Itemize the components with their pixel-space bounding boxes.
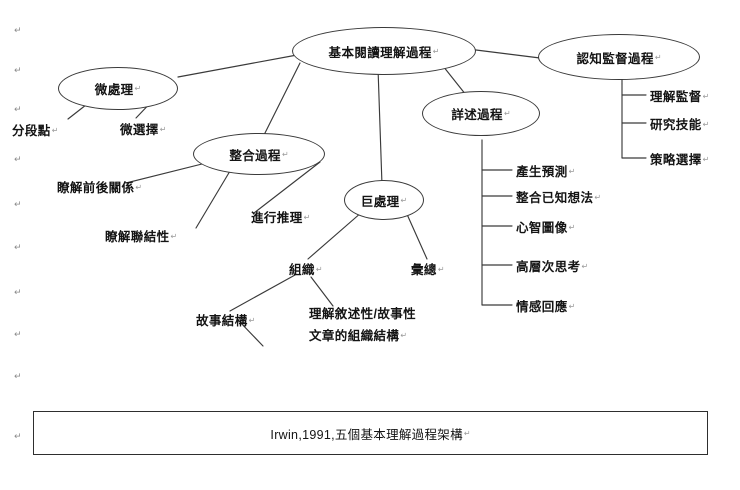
leaf-label: 策略選擇 <box>650 153 702 167</box>
edge-macro-1 <box>307 211 363 260</box>
leaf-label: 彙總 <box>411 263 437 277</box>
leaf-segmentation-point[interactable]: 分段點↵ <box>12 120 59 139</box>
node-root[interactable]: 基本閱讀理解過程↵ <box>292 27 476 75</box>
node-macro[interactable]: 巨處理↵ <box>344 180 424 220</box>
paragraph-mark: ↵ <box>14 66 22 76</box>
leaf-label: 理解敘述性/故事性文章的組織結構 <box>309 307 417 343</box>
paragraph-mark: ↵ <box>568 302 576 311</box>
paragraph-mark: ↵ <box>463 428 471 438</box>
leaf-label: 分段點 <box>12 124 51 138</box>
leaf-label: 瞭解前後關係 <box>57 181 135 195</box>
paragraph-mark: ↵ <box>594 193 602 202</box>
paragraph-mark: ↵ <box>134 84 142 93</box>
paragraph-mark: ↵ <box>135 183 143 192</box>
leaf-summarization[interactable]: 彙總↵ <box>411 259 445 278</box>
paragraph-mark: ↵ <box>281 149 289 159</box>
leaf-study-skills[interactable]: 研究技能↵ <box>650 114 710 133</box>
leaf-label: 瞭解聯結性 <box>105 230 170 244</box>
leaf-label: 理解監督 <box>650 90 702 104</box>
paragraph-mark: ↵ <box>14 372 22 382</box>
node-macro-label: 巨處理 <box>360 194 400 209</box>
leaf-label: 組織 <box>289 263 315 277</box>
paragraph-mark: ↵ <box>503 109 511 118</box>
paragraph-mark: ↵ <box>14 243 22 253</box>
leaf-affective-response[interactable]: 情感回應↵ <box>516 296 576 315</box>
paragraph-mark: ↵ <box>51 126 59 135</box>
leaf-comprehension-monitoring[interactable]: 理解監督↵ <box>650 86 710 105</box>
node-elaboration[interactable]: 詳述過程↵ <box>422 91 540 136</box>
leaf-organization[interactable]: 組織↵ <box>289 259 323 278</box>
leaf-label: 故事結構 <box>196 314 248 328</box>
leaf-label: 高層次思考 <box>516 260 581 274</box>
caption-label: Irwin,1991,五個基本理解過程架構 <box>270 427 463 442</box>
paragraph-mark: ↵ <box>170 232 178 241</box>
paragraph-mark: ↵ <box>159 125 167 134</box>
node-metacognition-label: 認知監督過程 <box>576 51 654 66</box>
edge-root-integration <box>261 62 301 140</box>
paragraph-mark: ↵ <box>248 316 256 325</box>
leaf-higher-order-thinking[interactable]: 高層次思考↵ <box>516 256 589 275</box>
edge-integration-2 <box>195 165 234 229</box>
edge-org-1 <box>229 274 296 312</box>
leaf-understand-context[interactable]: 瞭解前後關係↵ <box>57 177 143 196</box>
paragraph-mark: ↵ <box>14 26 22 36</box>
paragraph-mark: ↵ <box>702 155 710 164</box>
paragraph-mark: ↵ <box>654 52 662 62</box>
leaf-label: 情感回應 <box>516 300 568 314</box>
edge-root-metacognition <box>467 48 541 59</box>
leaf-label: 心智圖像 <box>516 221 568 235</box>
edge-org-2 <box>310 276 334 307</box>
paragraph-mark: ↵ <box>702 92 710 101</box>
node-micro[interactable]: 微處理↵ <box>58 67 178 110</box>
node-micro-label: 微處理 <box>94 83 134 97</box>
node-elaboration-label: 詳述過程 <box>451 108 503 122</box>
leaf-microselection[interactable]: 微選擇↵ <box>120 119 167 138</box>
paragraph-mark: ↵ <box>14 330 22 340</box>
paragraph-mark: ↵ <box>14 288 22 298</box>
paragraph-mark: ↵ <box>303 213 311 222</box>
leaf-understand-connection[interactable]: 瞭解聯結性↵ <box>105 226 178 245</box>
edge-root-macro <box>377 67 383 186</box>
node-integration[interactable]: 整合過程↵ <box>193 133 325 175</box>
node-integration-label: 整合過程 <box>229 148 281 163</box>
paragraph-mark: ↵ <box>14 155 22 165</box>
edge-root-micro <box>177 54 298 78</box>
leaf-integrate-prior-knowledge[interactable]: 整合已知想法↵ <box>516 187 602 206</box>
paragraph-mark: ↵ <box>568 223 576 232</box>
leaf-label: 研究技能 <box>650 118 702 132</box>
leaf-label: 微選擇 <box>120 123 159 137</box>
paragraph-mark: ↵ <box>14 200 22 210</box>
paragraph-mark: ↵ <box>400 195 408 205</box>
leaf-label: 產生預測 <box>516 165 568 179</box>
leaf-inference[interactable]: 進行推理↵ <box>251 207 311 226</box>
leaf-label: 進行推理 <box>251 211 303 225</box>
paragraph-mark: ↵ <box>315 265 323 274</box>
node-root-label: 基本閱讀理解過程 <box>328 45 432 60</box>
caption-box: Irwin,1991,五個基本理解過程架構↵ <box>33 411 708 455</box>
paragraph-mark: ↵ <box>568 167 576 176</box>
leaf-label: 整合已知想法 <box>516 191 594 205</box>
paragraph-mark: ↵ <box>14 432 22 442</box>
leaf-prediction[interactable]: 產生預測↵ <box>516 161 576 180</box>
paragraph-mark: ↵ <box>437 265 445 274</box>
leaf-story-structure[interactable]: 故事結構↵ <box>196 310 256 329</box>
paragraph-mark: ↵ <box>702 120 710 129</box>
leaf-text-structure[interactable]: 理解敘述性/故事性文章的組織結構↵ <box>309 303 427 347</box>
edge-macro-2 <box>405 211 428 260</box>
paragraph-mark: ↵ <box>14 105 22 115</box>
paragraph-mark: ↵ <box>432 46 440 56</box>
paragraph-mark: ↵ <box>400 331 408 340</box>
paragraph-mark: ↵ <box>581 262 589 271</box>
node-metacognition[interactable]: 認知監督過程↵ <box>538 34 700 80</box>
leaf-mental-imagery[interactable]: 心智圖像↵ <box>516 217 576 236</box>
leaf-strategy-selection[interactable]: 策略選擇↵ <box>650 149 710 168</box>
